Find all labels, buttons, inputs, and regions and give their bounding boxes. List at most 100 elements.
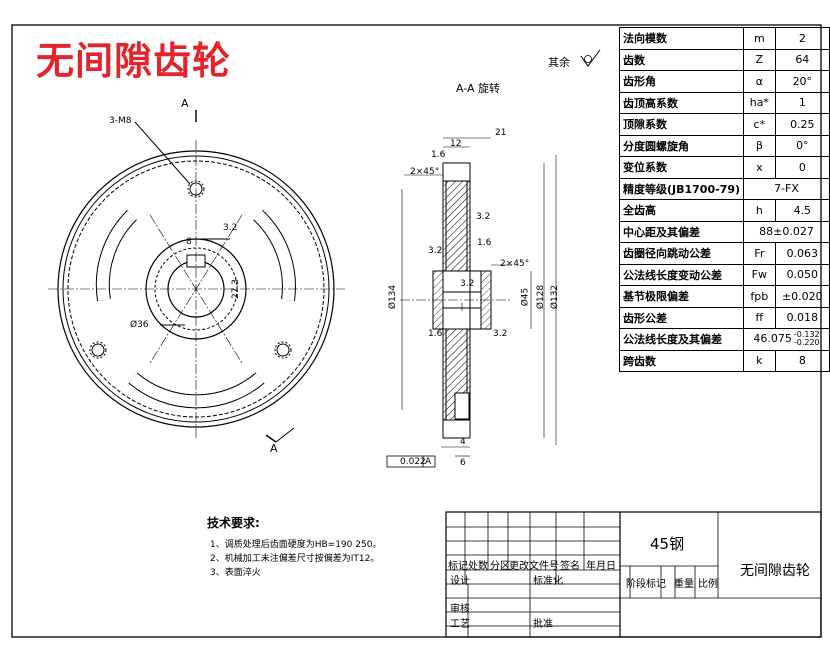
param-value: 0.050 [774, 263, 830, 286]
tech-req-item: 3、表面淬火 [210, 568, 261, 578]
label-count: 处数 [468, 561, 488, 572]
dim-bottom-2: 6 [460, 458, 466, 468]
roughness-note: 其余 [548, 56, 570, 69]
param-value: 0° [774, 134, 830, 157]
dim-hub: 12 [450, 139, 462, 149]
label-weight: 重量 [674, 579, 694, 590]
param-symbol: fpb [743, 285, 776, 308]
param-name: 全齿高 [618, 199, 745, 222]
section-roughness-5: 3.2 [460, 279, 475, 289]
label-stage: 阶段标记 [626, 579, 666, 590]
section-roughness-2: 3.2 [476, 212, 491, 222]
param-value: 8 [774, 349, 830, 372]
section-roughness-6: 1.6 [428, 329, 443, 339]
param-value: 4.5 [774, 199, 830, 222]
param-value: ±0.020 [774, 285, 830, 308]
drawing-title: 无间隙齿轮 [36, 38, 232, 83]
param-symbol: ha* [743, 91, 776, 114]
param-value: 7-FX [743, 177, 830, 200]
label-scale: 比例 [698, 579, 718, 590]
label-mark: 标记 [448, 561, 468, 572]
title-block-grid [445, 511, 822, 638]
tolerance-value: 0.022 [400, 457, 426, 467]
param-lower-deviation: -0.220 [793, 338, 820, 348]
tech-req-item: 1、调质处理后齿面硬度为HB=190 250。 [210, 540, 382, 550]
param-value: 0.25 [774, 113, 830, 136]
material: 45钢 [650, 535, 685, 553]
param-name: 齿形角 [618, 70, 745, 93]
param-name: 齿顶高系数 [618, 91, 745, 114]
param-value: 20° [774, 70, 830, 93]
front-view [48, 110, 345, 443]
dim-chamfer-top: 2×45° [410, 167, 440, 177]
param-upper-deviation: -0.132 [793, 330, 820, 340]
param-symbol: m [743, 27, 776, 50]
param-name: 变位系数 [618, 156, 745, 179]
param-symbol: k [743, 349, 776, 372]
label-change-doc: 更改文件号 [509, 561, 559, 572]
param-value: 2 [774, 27, 830, 50]
param-row: 精度等级(JB1700-79)7-FX [618, 177, 830, 200]
hole-callout: 3-M8 [109, 116, 132, 126]
part-name: 无间隙齿轮 [740, 563, 810, 579]
param-name: 齿圈径向跳动公差 [618, 242, 745, 265]
dim-width: 21 [495, 128, 507, 138]
param-symbol: β [743, 134, 776, 157]
param-value: 88±0.027 [743, 220, 830, 243]
param-value: 0.063 [774, 242, 830, 265]
section-mark-bottom: A [270, 442, 278, 455]
param-value-main: 46.075 [753, 332, 792, 346]
section-mark-top: A [181, 97, 189, 110]
param-value: 0.018 [774, 306, 830, 329]
param-name: 基节极限偏差 [618, 285, 745, 308]
param-value: 64 [774, 48, 830, 71]
param-name: 公法线长度及其偏差 [618, 328, 745, 351]
param-symbol: c* [743, 113, 776, 136]
front-roughness: 3.2 [223, 223, 238, 233]
keyway-dim: 8 [186, 237, 192, 247]
label-zone: 分区 [490, 561, 510, 572]
dim-chamfer-mid: 2×45° [500, 259, 530, 269]
label-approve: 批准 [533, 619, 553, 630]
circle-dim: Ø36 [130, 320, 149, 330]
param-value: 46.075-0.132-0.220 [743, 328, 830, 351]
dim-outer-left: Ø134 [388, 284, 399, 310]
dim-bottom-1: 4 [460, 437, 466, 447]
param-name: 公法线长度变动公差 [618, 263, 745, 286]
label-design: 设计 [450, 576, 470, 587]
param-name: 分度圆螺旋角 [618, 134, 745, 157]
section-roughness-1: 1.6 [431, 150, 446, 160]
param-symbol: α [743, 70, 776, 93]
param-name: 齿数 [618, 48, 745, 71]
bore-dim: 27.3 [231, 278, 242, 300]
label-sign: 签名 [560, 561, 580, 572]
section-roughness-7: 3.2 [493, 329, 508, 339]
param-symbol: h [743, 199, 776, 222]
section-roughness-3: 3.2 [428, 246, 443, 256]
param-name: 中心距及其偏差 [618, 220, 745, 243]
param-symbol: ff [743, 306, 776, 329]
label-process: 工艺 [450, 619, 470, 630]
label-review: 审核 [450, 604, 470, 615]
section-roughness-4: 1.6 [477, 238, 492, 248]
tech-req-heading: 技术要求: [207, 516, 260, 530]
section-label: A-A 旋转 [456, 82, 501, 95]
param-name: 顶隙系数 [618, 113, 745, 136]
label-standard: 标准化 [533, 576, 563, 587]
tech-req-item: 2、机械加工未注偏差尺寸按偏差为IT12。 [210, 554, 380, 564]
param-symbol: x [743, 156, 776, 179]
